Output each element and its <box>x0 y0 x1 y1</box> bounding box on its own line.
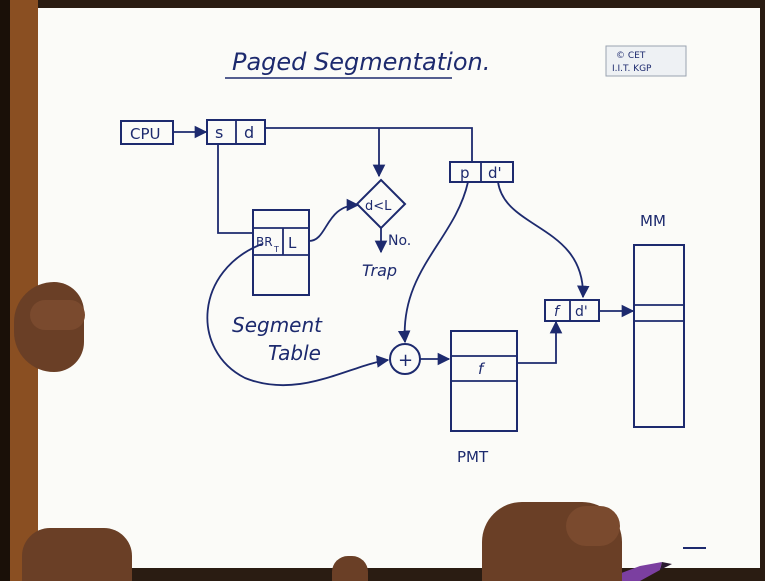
frame-to-physical-arrow <box>517 322 556 363</box>
page-number: p <box>460 164 470 182</box>
comparator-no-label: No. <box>388 233 411 249</box>
offset-to-physical-arrow <box>498 182 583 297</box>
pmt-frame-cell: f <box>478 360 486 378</box>
physical-address: f d' <box>545 300 599 321</box>
segment-number: s <box>215 123 223 142</box>
cet-badge: © CET I.I.T. KGP <box>606 46 686 76</box>
badge-line2: I.I.T. KGP <box>612 64 652 74</box>
mm-label: MM <box>640 212 666 230</box>
bottom-finger <box>566 506 620 546</box>
physical-frame: f <box>554 304 561 320</box>
page-to-adder-arrow <box>405 182 468 342</box>
main-memory <box>634 245 684 427</box>
segment-index-line <box>218 144 252 233</box>
segment-table-label-2: Table <box>268 341 321 365</box>
page-title: Paged Segmentation. <box>232 48 490 76</box>
limit-to-compare-arrow <box>309 205 358 241</box>
segment-base-cell: BR <box>256 235 273 249</box>
page-address: p d' <box>450 162 513 182</box>
comparator-label: d<L <box>365 199 392 214</box>
cpu-box: CPU <box>121 121 173 144</box>
offset-line <box>265 128 472 162</box>
segment-offset: d <box>244 123 254 142</box>
logical-address: s d <box>207 120 265 144</box>
segment-table-label-1: Segment <box>232 313 323 337</box>
adder-symbol: + <box>398 350 413 371</box>
segment-limit-cell: L <box>288 234 297 252</box>
badge-line1: © CET <box>616 51 646 61</box>
pmt-label: PMT <box>457 448 489 466</box>
adder: + <box>390 344 420 374</box>
segment-base-sub: T <box>273 245 279 254</box>
left-hand-finger <box>30 300 85 330</box>
limit-comparator: d<L <box>357 180 405 228</box>
lower-left-hand <box>22 528 132 581</box>
small-finger <box>332 556 368 581</box>
physical-offset: d' <box>575 304 588 320</box>
page-offset: d' <box>488 164 502 182</box>
segment-table: BR T L <box>253 210 309 295</box>
cpu-label: CPU <box>130 125 161 143</box>
trap-label: Trap <box>362 261 397 280</box>
page-map-table: f <box>451 331 517 431</box>
